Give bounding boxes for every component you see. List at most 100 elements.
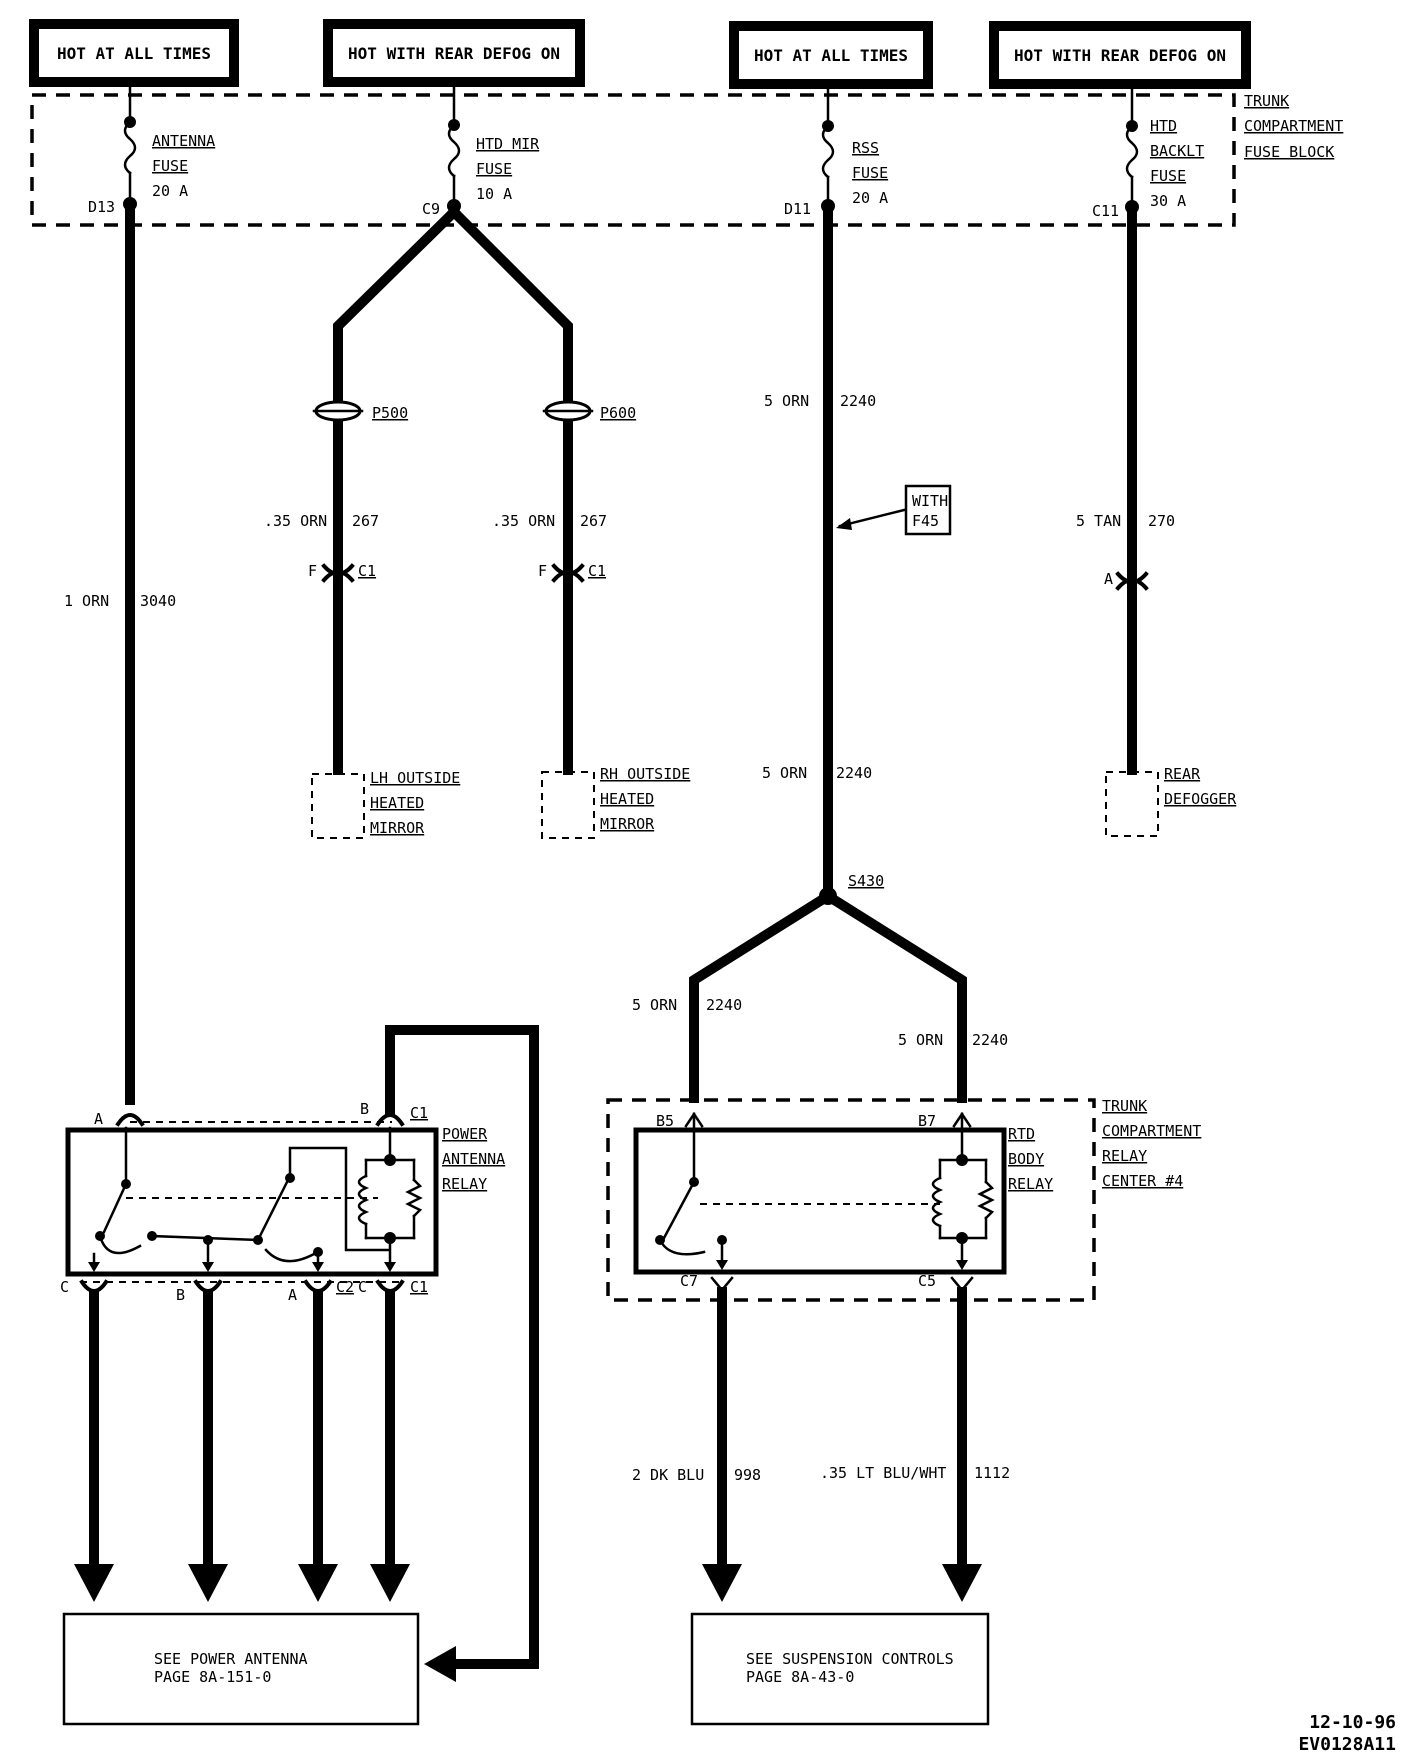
svg-text:REAR: REAR <box>1164 765 1201 783</box>
svg-text:POWER: POWER <box>442 1125 488 1143</box>
svg-text:EV0128A11: EV0128A11 <box>1298 1734 1396 1754</box>
svg-text:F: F <box>538 562 547 580</box>
connector-a-rear-defogger: A <box>1104 570 1149 591</box>
svg-text:270: 270 <box>1148 512 1175 530</box>
svg-text:C5: C5 <box>918 1272 936 1290</box>
svg-text:5 TAN: 5 TAN <box>1076 512 1121 530</box>
svg-text:2240: 2240 <box>706 996 742 1014</box>
wire-2240-main: 5 ORN 2240 5 ORN 2240 <box>762 207 876 901</box>
svg-text:F45: F45 <box>912 512 939 530</box>
connector-c1-lh-mirror: F C1 <box>308 562 376 583</box>
svg-text:1112: 1112 <box>974 1464 1010 1482</box>
svg-text:A: A <box>1104 570 1113 588</box>
svg-text:.35 LT BLU/WHT: .35 LT BLU/WHT <box>820 1464 946 1482</box>
wire-270: 5 TAN 270 <box>1076 207 1175 775</box>
wire-antenna-loop <box>385 1025 539 1682</box>
svg-text:RELAY: RELAY <box>442 1175 487 1193</box>
antenna-output-wires <box>74 1291 410 1602</box>
rear-defogger: REAR DEFOGGER <box>1105 765 1237 837</box>
svg-text:12-10-96: 12-10-96 <box>1309 1712 1396 1733</box>
svg-text:5 ORN: 5 ORN <box>898 1031 943 1049</box>
svg-text:MIRROR: MIRROR <box>370 819 425 837</box>
svg-text:C1: C1 <box>358 562 376 580</box>
svg-text:HEATED: HEATED <box>600 790 654 808</box>
trunk-compartment-relay-center: TRUNK COMPARTMENT RELAY CENTER #4 <box>606 1097 1201 1302</box>
svg-text:20 A: 20 A <box>852 189 888 207</box>
svg-text:MIRROR: MIRROR <box>600 815 655 833</box>
inline-connector-p500: P500 <box>312 400 408 422</box>
svg-text:SEE POWER ANTENNA: SEE POWER ANTENNA <box>154 1650 308 1668</box>
svg-text:30 A: 30 A <box>1150 192 1186 210</box>
svg-text:COMPARTMENT: COMPARTMENT <box>1102 1122 1201 1140</box>
svg-text:5 ORN: 5 ORN <box>762 764 807 782</box>
svg-text:P500: P500 <box>372 404 408 422</box>
svg-text:C9: C9 <box>422 200 440 218</box>
header-hot-with-rear-defog-1: HOT WITH REAR DEFOG ON <box>323 19 585 87</box>
svg-text:10 A: 10 A <box>476 185 512 203</box>
with-f45-note: WITH F45 <box>836 484 952 536</box>
svg-text:RELAY: RELAY <box>1008 1175 1053 1193</box>
header-text: HOT WITH REAR DEFOG ON <box>348 44 560 63</box>
drawing-stamp: 12-10-96 EV0128A11 <box>1298 1712 1396 1754</box>
svg-text:FUSE: FUSE <box>852 164 888 182</box>
svg-text:C1: C1 <box>410 1104 428 1122</box>
svg-text:COMPARTMENT: COMPARTMENT <box>1244 117 1343 135</box>
svg-text:B5: B5 <box>656 1112 674 1130</box>
svg-text:FUSE: FUSE <box>1150 167 1186 185</box>
connector-c1-rh-mirror: F C1 <box>538 562 606 583</box>
rtd-body-relay: B5 B7 C7 C5 RTD BODY RELAY <box>633 1111 1053 1292</box>
svg-text:HEATED: HEATED <box>370 794 424 812</box>
svg-text:FUSE: FUSE <box>152 157 188 175</box>
svg-text:B: B <box>360 1100 369 1118</box>
svg-text:5 ORN: 5 ORN <box>632 996 677 1014</box>
wire-3040: 1 ORN 3040 <box>64 205 176 1105</box>
svg-text:RTD: RTD <box>1008 1125 1035 1143</box>
header-hot-at-all-times-2: HOT AT ALL TIMES <box>729 21 933 89</box>
svg-text:998: 998 <box>734 1466 761 1484</box>
svg-text:B: B <box>176 1286 185 1304</box>
svg-text:D11: D11 <box>784 200 811 218</box>
rh-outside-heated-mirror: RH OUTSIDE HEATED MIRROR <box>541 765 690 839</box>
power-antenna-relay: A B C1 <box>60 1100 505 1304</box>
svg-text:C: C <box>358 1278 367 1296</box>
svg-text:267: 267 <box>352 512 379 530</box>
svg-text:LH OUTSIDE: LH OUTSIDE <box>370 769 460 787</box>
wire-2240-branches: 5 ORN 2240 5 ORN 2240 <box>632 889 1008 1103</box>
svg-text:C1: C1 <box>410 1278 428 1296</box>
fuse-block-outline <box>30 93 1236 227</box>
rss-fuse: RSS FUSE 20 A D11 <box>784 83 888 218</box>
svg-text:D13: D13 <box>88 198 115 216</box>
wire-267-lh-label: .35 ORN 267 <box>264 512 379 530</box>
header-text: HOT AT ALL TIMES <box>754 46 908 65</box>
svg-text:RSS: RSS <box>852 139 879 157</box>
svg-text:20 A: 20 A <box>152 182 188 200</box>
svg-text:RELAY: RELAY <box>1102 1147 1147 1165</box>
svg-text:FUSE: FUSE <box>476 160 512 178</box>
svg-text:5 ORN: 5 ORN <box>764 392 809 410</box>
svg-text:C: C <box>60 1278 69 1296</box>
svg-text:TRUNK: TRUNK <box>1244 92 1289 110</box>
svg-text:.35 ORN: .35 ORN <box>492 512 555 530</box>
svg-text:B7: B7 <box>918 1112 936 1130</box>
svg-text:BODY: BODY <box>1008 1150 1044 1168</box>
svg-text:RH OUTSIDE: RH OUTSIDE <box>600 765 690 783</box>
svg-text:C11: C11 <box>1092 202 1119 220</box>
inline-connector-p600: P600 <box>542 400 636 422</box>
svg-text:CENTER #4: CENTER #4 <box>1102 1172 1183 1190</box>
svg-text:ANTENNA: ANTENNA <box>442 1150 505 1168</box>
svg-text:2 DK BLU: 2 DK BLU <box>632 1466 704 1484</box>
svg-text:F: F <box>308 562 317 580</box>
svg-text:PAGE 8A-43-0: PAGE 8A-43-0 <box>746 1668 854 1686</box>
svg-text:HTD: HTD <box>1150 117 1177 135</box>
svg-text:2240: 2240 <box>840 392 876 410</box>
svg-text:2240: 2240 <box>836 764 872 782</box>
header-hot-with-rear-defog-2: HOT WITH REAR DEFOG ON <box>989 21 1251 89</box>
wire-267-rh-label: .35 ORN 267 <box>492 512 607 530</box>
svg-text:P600: P600 <box>600 404 636 422</box>
svg-text:PAGE 8A-151-0: PAGE 8A-151-0 <box>154 1668 271 1686</box>
svg-text:FUSE BLOCK: FUSE BLOCK <box>1244 143 1334 161</box>
header-text: HOT AT ALL TIMES <box>57 44 211 63</box>
htd-mir-fuse: HTD MIR FUSE 10 A C9 <box>422 83 540 218</box>
header-hot-at-all-times-1: HOT AT ALL TIMES <box>29 19 239 87</box>
